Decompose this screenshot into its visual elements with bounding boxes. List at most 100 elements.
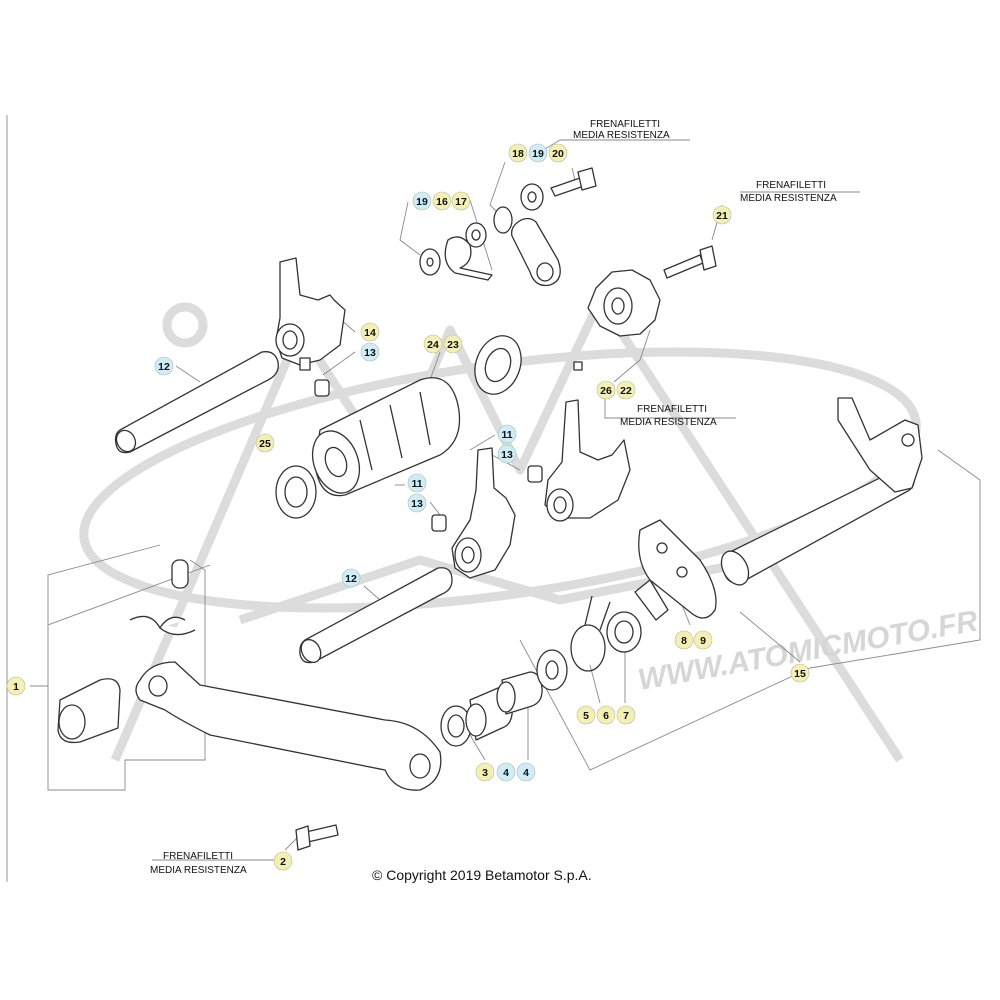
- note-media-resistenza: MEDIA RESISTENZA: [150, 865, 247, 876]
- callout-number: 19: [416, 196, 428, 208]
- callout-11: 11: [407, 473, 427, 493]
- note-media-resistenza: MEDIA RESISTENZA: [740, 193, 837, 204]
- callout-badge: [596, 705, 616, 725]
- callout-6: 6: [596, 705, 616, 725]
- callout-number: 11: [501, 429, 512, 441]
- callout-number: 8: [681, 635, 687, 647]
- callout-number: 14: [364, 327, 376, 339]
- callout-badge: [596, 380, 616, 400]
- callout-number: 9: [700, 635, 706, 647]
- callout-badge: [360, 342, 380, 362]
- callout-4: 4: [516, 762, 536, 782]
- callout-22: 22: [616, 380, 636, 400]
- callout-16: 16: [432, 191, 452, 211]
- callout-21: 21: [712, 205, 732, 225]
- callout-number: 23: [447, 339, 459, 351]
- callout-number: 18: [512, 148, 524, 160]
- callout-25: 25: [255, 433, 275, 453]
- callout-number: 1: [13, 681, 19, 693]
- callout-number: 13: [501, 449, 513, 461]
- bolt-2: [295, 824, 339, 851]
- threadlocker-note-bottom: FRENAFILETTI MEDIA RESISTENZA: [150, 851, 247, 876]
- callout-number: 17: [455, 196, 467, 208]
- callout-badge: [443, 334, 463, 354]
- callout-number: 26: [600, 385, 612, 397]
- callout-11: 11: [497, 424, 517, 444]
- shift-fork-right: [527, 399, 631, 522]
- callout-8: 8: [674, 630, 694, 650]
- callout-badge: [6, 676, 26, 696]
- callout-number: 7: [623, 710, 629, 722]
- callout-13: 13: [360, 342, 380, 362]
- callout-number: 12: [345, 573, 357, 585]
- callout-4: 4: [496, 762, 516, 782]
- callout-badge: [516, 762, 536, 782]
- callout-5: 5: [576, 705, 596, 725]
- callout-13: 13: [497, 444, 517, 464]
- callout-badge: [548, 143, 568, 163]
- callout-badge: [273, 851, 293, 871]
- bearing-25: [275, 465, 317, 519]
- callout-1: 1: [6, 676, 26, 696]
- spring-plate-8-9: [634, 519, 717, 621]
- callout-badge: [528, 143, 548, 163]
- callout-number: 11: [411, 478, 422, 490]
- callout-badge: [616, 380, 636, 400]
- callout-number: 16: [436, 196, 448, 208]
- callout-12: 12: [341, 568, 361, 588]
- callout-3: 3: [475, 762, 495, 782]
- note-frenafiletti: FRENAFILETTI: [163, 851, 233, 862]
- selector-star: [573, 269, 661, 371]
- spring-washer-group: [419, 222, 493, 281]
- callout-23: 23: [443, 334, 463, 354]
- callout-number: 4: [523, 767, 529, 779]
- callout-number: 13: [364, 347, 376, 359]
- callout-number: 22: [620, 385, 632, 397]
- fork-shaft-lower: [299, 567, 453, 664]
- callout-badge: [407, 473, 427, 493]
- callout-badge: [497, 444, 517, 464]
- callout-badge: [451, 191, 471, 211]
- callout-number: 3: [482, 767, 488, 779]
- callout-number: 15: [794, 668, 806, 680]
- callout-badge: [360, 322, 380, 342]
- callout-number: 25: [259, 438, 271, 450]
- callout-number: 12: [158, 361, 170, 373]
- callout-badge: [508, 143, 528, 163]
- callout-badge: [790, 663, 810, 683]
- note-frenafiletti: FRENAFILETTI: [637, 404, 707, 415]
- shift-drum: [311, 377, 461, 497]
- shift-fork-upper: [275, 257, 346, 397]
- callout-number: 21: [716, 210, 728, 222]
- fork-shaft-upper: [114, 351, 279, 454]
- callout-20: 20: [548, 143, 568, 163]
- callout-badge: [576, 705, 596, 725]
- callout-badge: [412, 191, 432, 211]
- callout-26: 26: [596, 380, 616, 400]
- callout-badge: [712, 205, 732, 225]
- note-frenafiletti: FRENAFILETTI: [590, 119, 660, 130]
- copyright: © Copyright 2019 Betamotor S.p.A.: [372, 867, 592, 883]
- bolt-21: [663, 245, 717, 279]
- callout-2: 2: [273, 851, 293, 871]
- callout-badge: [693, 630, 713, 650]
- callout-badge: [497, 424, 517, 444]
- callout-number: 4: [503, 767, 509, 779]
- callout-badge: [255, 433, 275, 453]
- callout-15: 15: [790, 663, 810, 683]
- callout-badge: [616, 705, 636, 725]
- callout-badge: [154, 356, 174, 376]
- callout-badge: [432, 191, 452, 211]
- threadlocker-note-right: FRENAFILETTI MEDIA RESISTENZA: [740, 180, 837, 204]
- selector-arm-group: [493, 167, 597, 287]
- callout-badge: [674, 630, 694, 650]
- note-media-resistenza: MEDIA RESISTENZA: [573, 130, 670, 141]
- threadlocker-note-middle: FRENAFILETTI MEDIA RESISTENZA: [620, 404, 717, 428]
- callout-badge: [496, 762, 516, 782]
- callout-number: 13: [411, 498, 423, 510]
- note-media-resistenza: MEDIA RESISTENZA: [620, 417, 717, 428]
- threadlocker-note-top: FRENAFILETTI MEDIA RESISTENZA: [573, 119, 670, 141]
